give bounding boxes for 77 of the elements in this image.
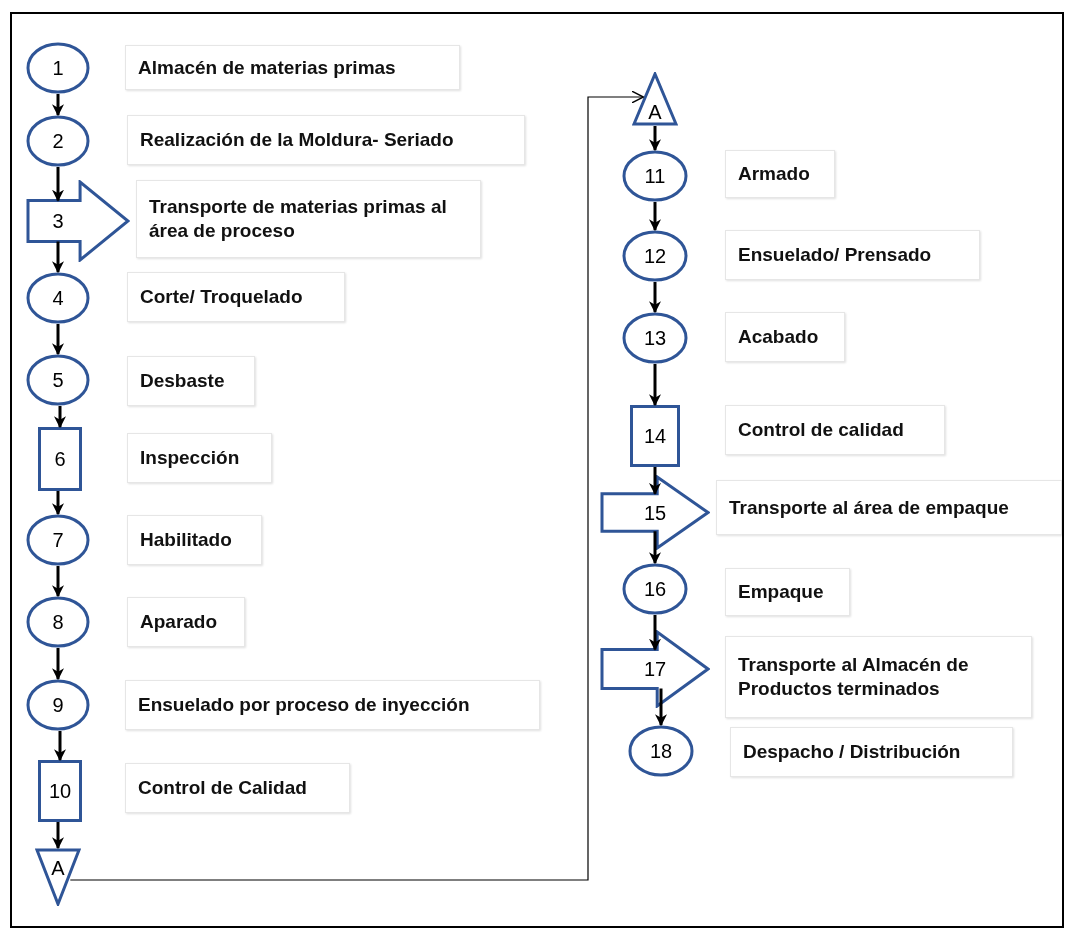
step-description: Habilitado — [127, 515, 262, 565]
operation-circle — [622, 230, 688, 282]
arrow — [649, 202, 661, 232]
step-number: 11 — [644, 166, 666, 186]
step-number: 12 — [643, 246, 667, 266]
step-number: 9 — [52, 695, 64, 715]
step-number: 17 — [643, 659, 667, 679]
arrow — [649, 364, 661, 407]
step-description: Almacén de materias primas — [125, 45, 460, 90]
operation-circle — [628, 725, 694, 777]
arrow — [649, 531, 661, 565]
arrow — [54, 731, 66, 762]
step-description: Transporte de materias primas al área de proceso — [136, 180, 481, 258]
arrow — [52, 491, 64, 516]
step-description: Inspección — [127, 433, 272, 483]
step-description: Control de Calidad — [125, 763, 350, 813]
operation-circle — [26, 596, 90, 648]
operation-circle — [26, 354, 90, 406]
arrow — [52, 566, 64, 598]
step-number: 15 — [643, 502, 667, 523]
transport-arrow-shape — [26, 180, 130, 262]
step-description: Corte/ Troquelado — [127, 272, 345, 322]
step-number: 1 — [52, 58, 64, 78]
step-number: 10 — [48, 781, 72, 801]
step-number: 5 — [52, 370, 64, 390]
transport-arrow-shape — [600, 630, 710, 708]
step-description: Acabado — [725, 312, 845, 362]
step-description: Desbaste — [127, 356, 255, 406]
step-description: Transporte al área de empaque — [716, 480, 1062, 535]
step-number: 4 — [52, 288, 64, 308]
step-number: 7 — [52, 530, 64, 550]
connector-triangle — [632, 72, 678, 126]
arrow — [52, 167, 64, 202]
inspection-square — [38, 427, 82, 491]
arrow — [52, 648, 64, 681]
operation-circle — [622, 150, 688, 202]
arrow — [649, 126, 661, 152]
arrow — [52, 94, 64, 117]
arrow — [54, 406, 66, 429]
step-number: 16 — [643, 579, 667, 599]
inspection-square — [38, 760, 82, 822]
operation-circle — [26, 272, 90, 324]
step-number: 2 — [52, 131, 64, 151]
step-number: 13 — [643, 328, 667, 348]
step-description: Ensuelado por proceso de inyección — [125, 680, 540, 730]
transport-arrow-shape — [600, 475, 710, 550]
operation-circle — [26, 514, 90, 566]
operation-circle — [26, 679, 90, 731]
arrow — [649, 282, 661, 314]
arrow — [52, 324, 64, 356]
operation-circle — [26, 115, 90, 167]
step-number: A — [51, 858, 65, 878]
step-description: Aparado — [127, 597, 245, 647]
step-number: 3 — [52, 211, 64, 231]
step-description: Ensuelado/ Prensado — [725, 230, 980, 280]
arrow — [649, 467, 661, 495]
step-number: 8 — [52, 612, 64, 632]
arrow — [52, 822, 64, 850]
arrow — [649, 615, 661, 651]
step-number: 18 — [649, 741, 673, 761]
step-description: Realización de la Moldura- Seriado — [127, 115, 525, 165]
step-number: A — [648, 102, 662, 122]
step-description: Empaque — [725, 568, 850, 616]
step-number: 14 — [643, 426, 667, 446]
operation-circle — [622, 563, 688, 615]
step-description: Control de calidad — [725, 405, 945, 455]
inspection-square — [630, 405, 680, 467]
arrow — [655, 688, 667, 727]
connector-triangle — [35, 848, 81, 906]
operation-circle — [622, 312, 688, 364]
step-description: Despacho / Distribución — [730, 727, 1013, 777]
connector-line — [69, 90, 645, 881]
step-description: Transporte al Almacén de Productos terminados — [725, 636, 1032, 718]
operation-circle — [26, 42, 90, 94]
step-number: 6 — [54, 449, 66, 469]
arrow — [52, 241, 64, 274]
step-description: Armado — [725, 150, 835, 198]
